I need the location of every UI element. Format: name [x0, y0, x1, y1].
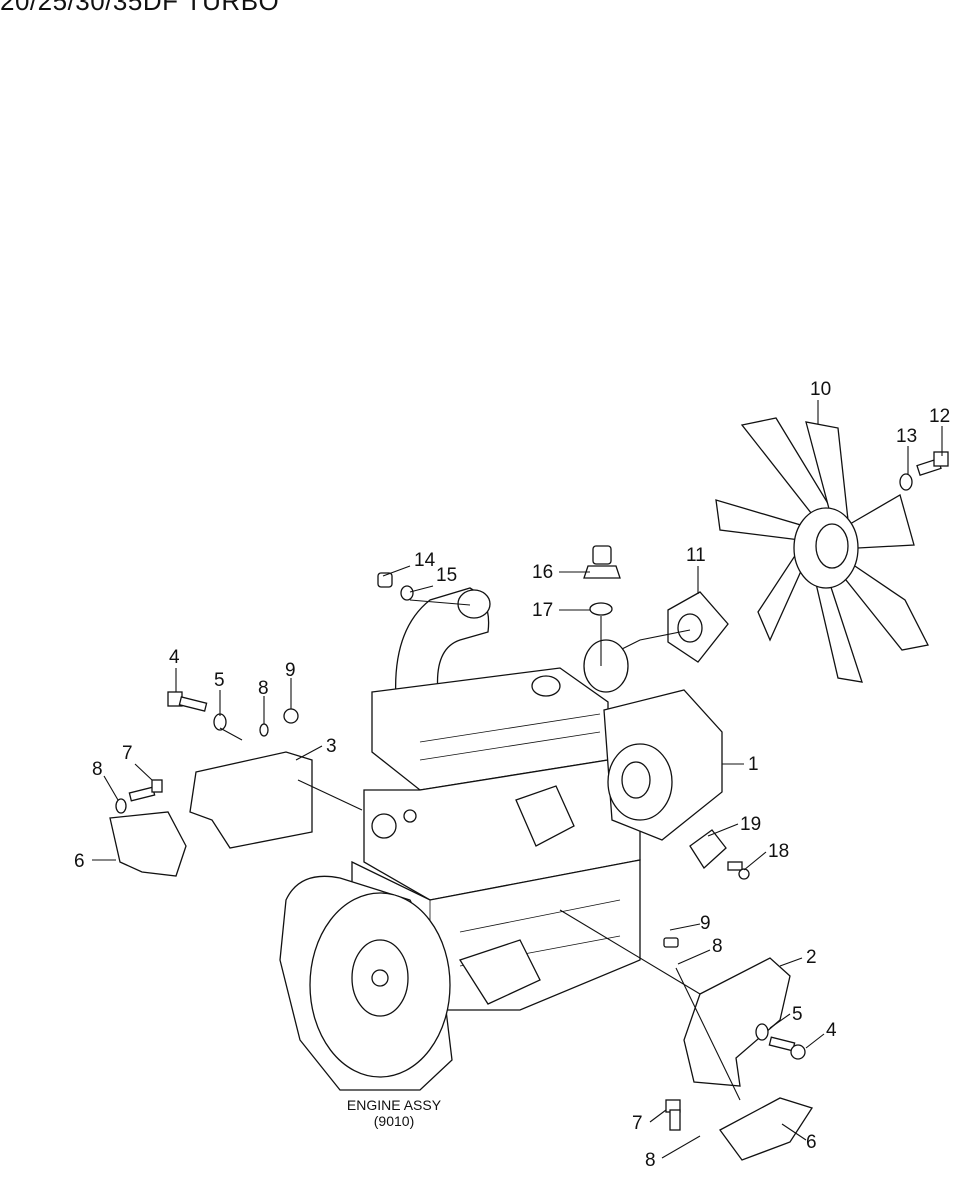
- fan-washer: [899, 473, 913, 491]
- callout-5: 5: [214, 670, 225, 691]
- engine-assy-code: (9010): [374, 1113, 414, 1129]
- right-mount-bolt: [768, 1036, 806, 1060]
- right-nut: [663, 937, 679, 948]
- callout-13: 13: [896, 426, 917, 447]
- left-engine-mount-bracket: [189, 751, 313, 849]
- filler-cap: [583, 545, 621, 579]
- right-engine-mount-bracket: [683, 957, 791, 1087]
- callout-8: 8: [645, 1150, 656, 1171]
- engine-block: [351, 587, 691, 1011]
- callout-7: 7: [122, 743, 133, 764]
- callout-8: 8: [258, 678, 269, 699]
- callout-8: 8: [712, 936, 723, 957]
- right-mount-stud: [665, 1099, 681, 1131]
- left-spring-washer: [259, 723, 269, 737]
- callout-6: 6: [806, 1132, 817, 1153]
- callout-3: 3: [326, 736, 337, 757]
- bracket-bolt: [727, 861, 750, 880]
- filler-gasket: [589, 602, 613, 616]
- left-rubber-mount: [109, 811, 187, 877]
- right-rubber-mount: [719, 1097, 814, 1161]
- engine-assy-caption: ENGINE ASSY: [347, 1097, 442, 1113]
- page-title: 20/25/30/35DF TURBO: [0, 0, 280, 16]
- callout-19: 19: [740, 814, 761, 835]
- fan-bolt: [916, 451, 949, 476]
- cooling-fan: [715, 417, 929, 683]
- callout-9: 9: [285, 660, 296, 681]
- alternator: [583, 639, 723, 841]
- right-washer: [755, 1023, 769, 1041]
- left-mount-washer: [115, 798, 127, 814]
- o-ring: [400, 585, 414, 601]
- callout-10: 10: [810, 379, 831, 400]
- callout-4: 4: [826, 1020, 837, 1041]
- callout-9: 9: [700, 913, 711, 934]
- callout-7: 7: [632, 1113, 643, 1134]
- callout-16: 16: [532, 562, 553, 583]
- left-mount-stud: [128, 779, 163, 802]
- callout-8: 8: [92, 759, 103, 780]
- flywheel-housing: [279, 875, 453, 1091]
- plug: [377, 572, 393, 588]
- callout-5: 5: [792, 1004, 803, 1025]
- callout-2: 2: [806, 947, 817, 968]
- callout-12: 12: [929, 406, 950, 427]
- callout-1: 1: [748, 754, 759, 775]
- leader-lines: [92, 400, 943, 1159]
- callout-18: 18: [768, 841, 789, 862]
- callout-4: 4: [169, 647, 180, 668]
- fan-spacer: [667, 591, 729, 663]
- left-mount-bolt: [167, 691, 208, 712]
- callout-17: 17: [532, 600, 553, 621]
- bracket: [689, 829, 727, 870]
- left-nut: [283, 708, 299, 724]
- left-washer: [213, 713, 227, 731]
- callout-15: 15: [436, 565, 457, 586]
- callouts: 1 2 3 4 4 5 5 6 6 7 7 8 8 8 8 9 9 10 11 …: [74, 379, 950, 1171]
- callout-11: 11: [686, 545, 706, 566]
- callout-6: 6: [74, 851, 85, 872]
- callout-14: 14: [414, 550, 436, 571]
